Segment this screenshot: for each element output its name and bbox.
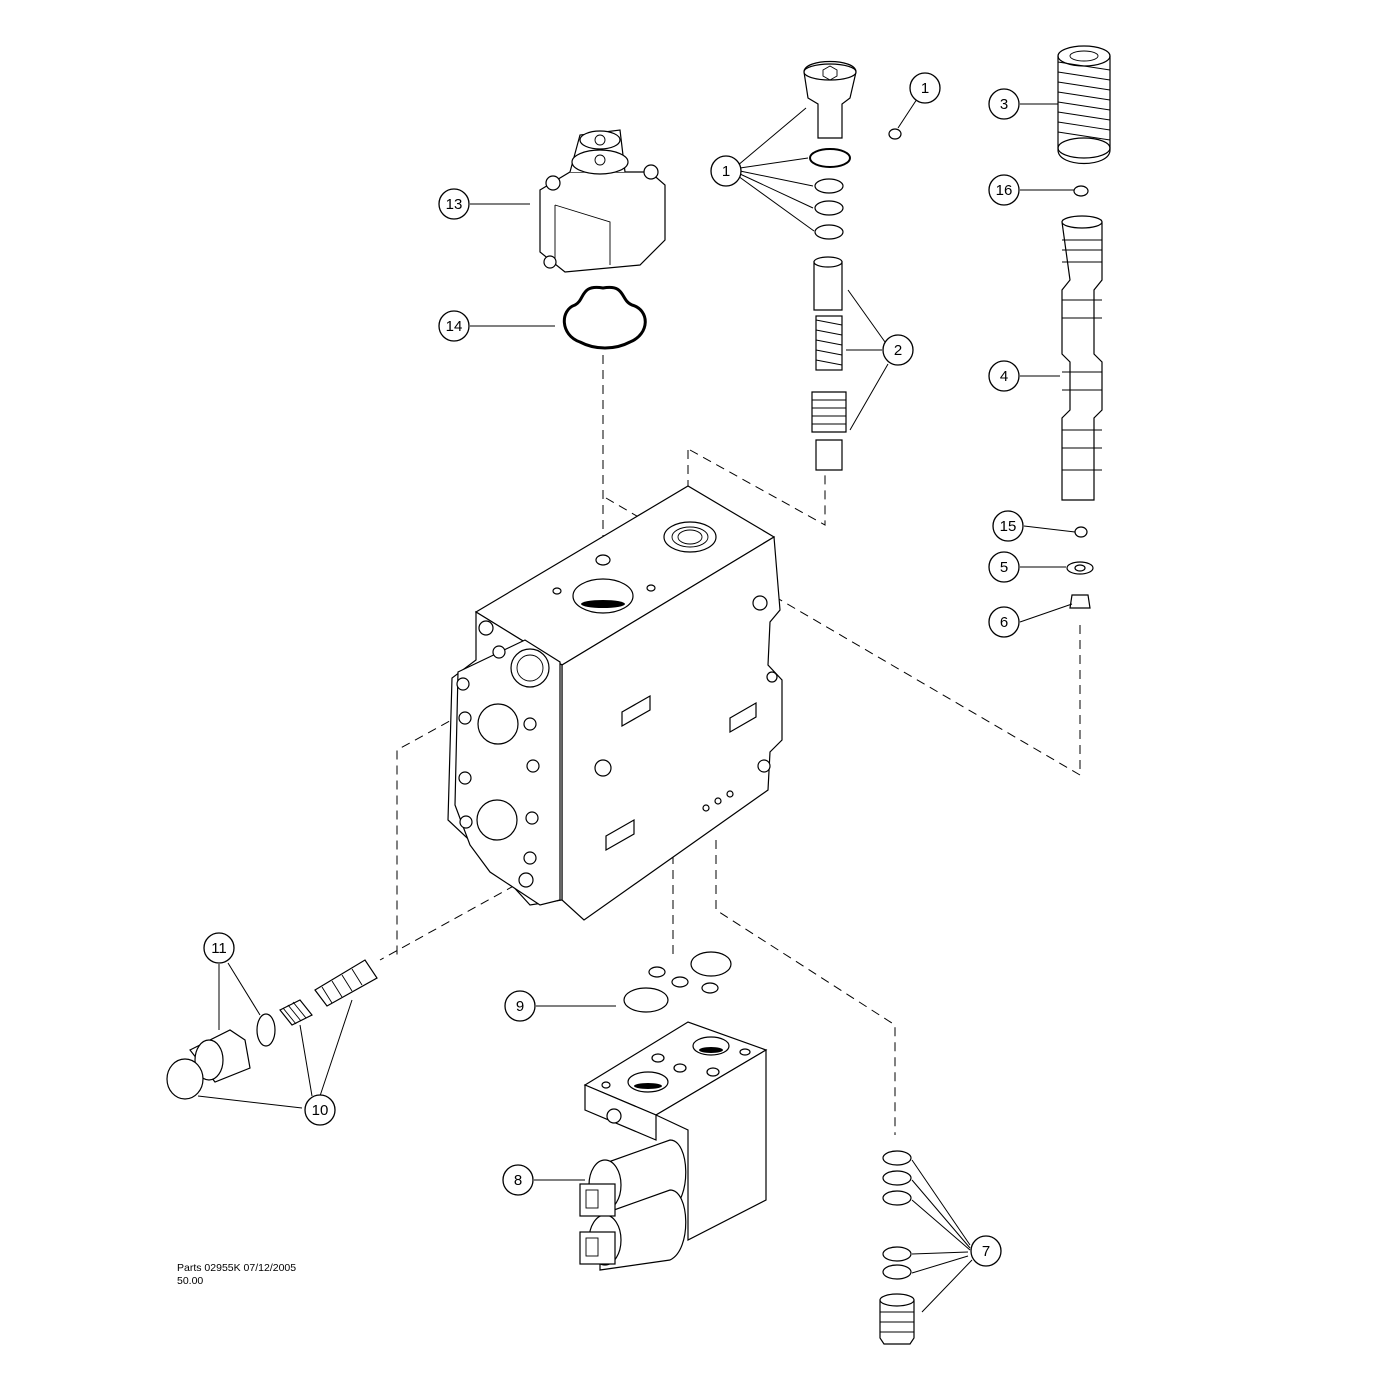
callout-11: 11 xyxy=(203,932,235,964)
callout-16: 16 xyxy=(988,174,1020,206)
footer-section: 50.00 xyxy=(177,1275,204,1287)
callout-2: 2 xyxy=(882,334,914,366)
callout-8: 8 xyxy=(502,1164,534,1196)
drawing-footer: Parts 02955K 07/12/2005 50.00 xyxy=(177,1262,296,1288)
cover-assembly xyxy=(539,129,666,273)
svg-text:10: 10 xyxy=(312,1102,329,1119)
svg-text:4: 4 xyxy=(1000,368,1008,385)
spool xyxy=(1061,185,1103,609)
callout-10: 10 xyxy=(304,1094,336,1126)
callout-9: 9 xyxy=(504,990,536,1022)
valve-body xyxy=(447,485,783,921)
svg-text:16: 16 xyxy=(996,182,1013,199)
callout-13: 13 xyxy=(438,188,470,220)
callout-3: 3 xyxy=(988,88,1020,120)
callout-1-seals: 1 xyxy=(710,155,742,187)
callout-15: 15 xyxy=(992,510,1024,542)
callout-4: 4 xyxy=(988,360,1020,392)
leader-lines xyxy=(197,95,1076,1313)
callout-7: 7 xyxy=(970,1235,1002,1267)
svg-text:2: 2 xyxy=(894,342,902,359)
solenoid-valve xyxy=(579,1021,768,1271)
footer-reference: Parts 02955K 07/12/2005 xyxy=(177,1262,297,1274)
svg-text:15: 15 xyxy=(1000,518,1017,535)
svg-text:6: 6 xyxy=(1000,614,1008,631)
callout-6: 6 xyxy=(988,606,1020,638)
check-valve-seals xyxy=(879,1150,915,1345)
callout-14: 14 xyxy=(438,310,470,342)
plug-and-springs xyxy=(166,959,378,1100)
callouts: 1 1 2 3 4 5 6 7 xyxy=(203,72,1024,1267)
svg-text:14: 14 xyxy=(446,318,463,335)
svg-text:8: 8 xyxy=(514,1172,522,1189)
svg-text:1: 1 xyxy=(722,163,730,180)
svg-text:9: 9 xyxy=(516,998,524,1015)
gasket xyxy=(562,285,647,350)
relief-plug-stack xyxy=(803,61,902,240)
svg-text:5: 5 xyxy=(1000,559,1008,576)
o-rings xyxy=(623,951,732,1013)
piston-spring-stack xyxy=(811,256,847,471)
spring xyxy=(1057,45,1111,165)
svg-text:13: 13 xyxy=(446,196,463,213)
callout-5: 5 xyxy=(988,551,1020,583)
svg-text:7: 7 xyxy=(982,1243,990,1260)
svg-text:3: 3 xyxy=(1000,96,1008,113)
callout-1-plug: 1 xyxy=(909,72,941,104)
svg-text:11: 11 xyxy=(211,940,227,957)
svg-text:1: 1 xyxy=(921,80,929,97)
